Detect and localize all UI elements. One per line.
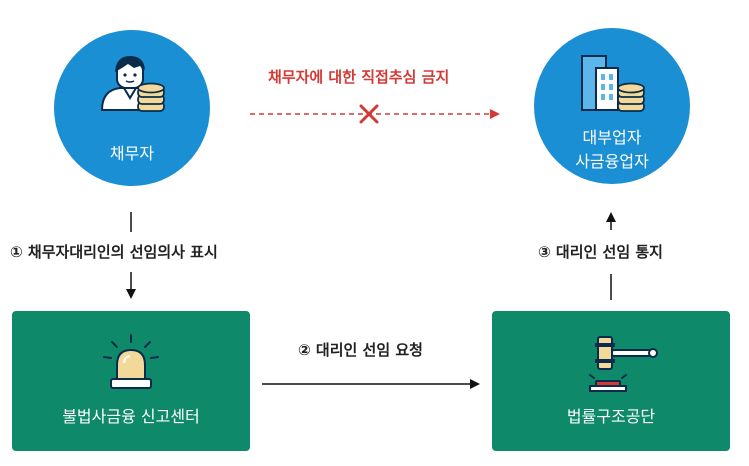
debtor-label: 채무자 bbox=[109, 144, 155, 163]
legal-aid-node: 법률구조공단 bbox=[492, 311, 730, 451]
lender-label-line1: 대부업자 bbox=[582, 128, 642, 147]
prohibition-label: 채무자에 대한 직접추심 금지 bbox=[268, 68, 450, 86]
x-mark-icon bbox=[359, 104, 379, 124]
report-center-node: 불법사금융 신고센터 bbox=[12, 311, 250, 451]
step1-label: ① 채무자대리인의 선임의사 표시 bbox=[10, 243, 218, 261]
buildings-with-coins-icon bbox=[581, 55, 645, 112]
gavel-icon bbox=[589, 336, 658, 392]
person-with-coins-icon bbox=[100, 56, 165, 112]
lender-label-line2: 사금융업자 bbox=[575, 152, 649, 171]
report-center-label: 불법사금융 신고센터 bbox=[62, 407, 200, 426]
siren-light-icon bbox=[103, 334, 159, 389]
debtor-node: 채무자 bbox=[54, 30, 210, 186]
step3-label: ③ 대리인 선임 통지 bbox=[538, 243, 663, 261]
lender-node: 대부업자 사금융업자 bbox=[534, 28, 690, 184]
legal-aid-label: 법률구조공단 bbox=[566, 407, 656, 426]
step2-label: ② 대리인 선임 요청 bbox=[298, 341, 423, 359]
